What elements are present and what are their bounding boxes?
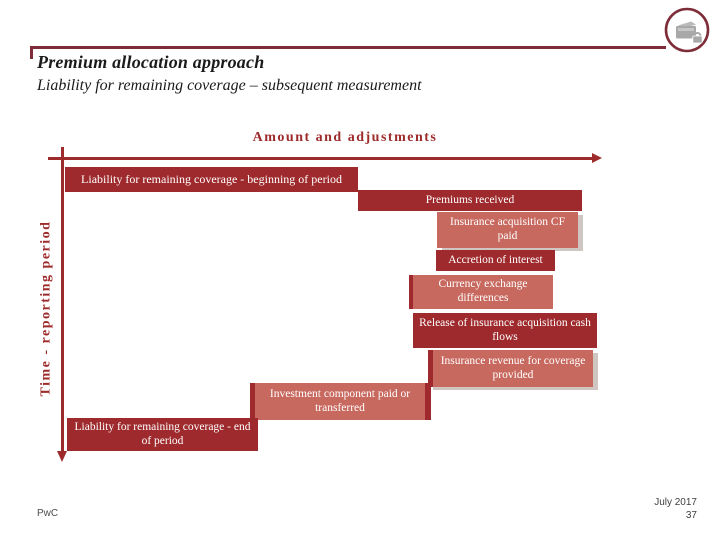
- box-label: Accretion of interest: [448, 253, 543, 266]
- box-label: Insurance revenue for coverage provided: [440, 354, 586, 381]
- header-rule: [30, 46, 666, 49]
- box-label: Insurance acquisition CF paid: [450, 216, 565, 242]
- box-liability-beginning-of-period: Liability for remaining coverage - begin…: [65, 167, 358, 192]
- box-accretion-of-interest: Accretion of interest: [436, 250, 555, 271]
- box-label: Liability for remaining coverage - begin…: [81, 172, 342, 187]
- box-liability-end-of-period: Liability for remaining coverage - end o…: [67, 418, 258, 451]
- page-title: Premium allocation approach: [37, 52, 265, 72]
- box-label: Release of insurance acquisition cash fl…: [419, 316, 591, 343]
- box-release-of-insurance-acquisition-cash-flows: Release of insurance acquisition cash fl…: [413, 313, 597, 348]
- slide-date: July 2017: [654, 497, 697, 508]
- page-number: 37: [685, 509, 697, 521]
- y-axis-arrow: [61, 147, 64, 452]
- y-axis-title: Time - reporting period: [38, 220, 54, 397]
- box-label: Premiums received: [425, 193, 515, 206]
- box-investment-component-paid-or-transferred: Investment component paid or transferred: [250, 383, 431, 420]
- y-axis-arrowhead-icon: [57, 451, 67, 462]
- brand-label: PwC: [37, 508, 59, 519]
- box-label: Investment component paid or transferred: [269, 387, 411, 414]
- page-subtitle: Liability for remaining coverage – subse…: [37, 77, 422, 94]
- box-insurance-acquisition-cf-paid: Insurance acquisition CF paid: [437, 212, 578, 248]
- box-label: Liability for remaining coverage - end o…: [74, 420, 251, 447]
- box-premiums-received: Premiums received: [358, 190, 582, 211]
- x-axis-arrowhead-icon: [592, 153, 602, 163]
- box-insurance-revenue-for-coverage-provided: Insurance revenue for coverage provided: [428, 350, 593, 387]
- x-axis-arrow: [48, 157, 594, 160]
- header-rule-tick: [30, 46, 33, 59]
- footer-meta: July 2017 37: [654, 497, 697, 522]
- x-axis-title: Amount and adjustments: [252, 130, 438, 145]
- box-label: Currency exchange differences: [438, 278, 528, 304]
- box-currency-exchange-differences: Currency exchange differences: [409, 275, 553, 309]
- secure-printer-icon: [664, 7, 710, 53]
